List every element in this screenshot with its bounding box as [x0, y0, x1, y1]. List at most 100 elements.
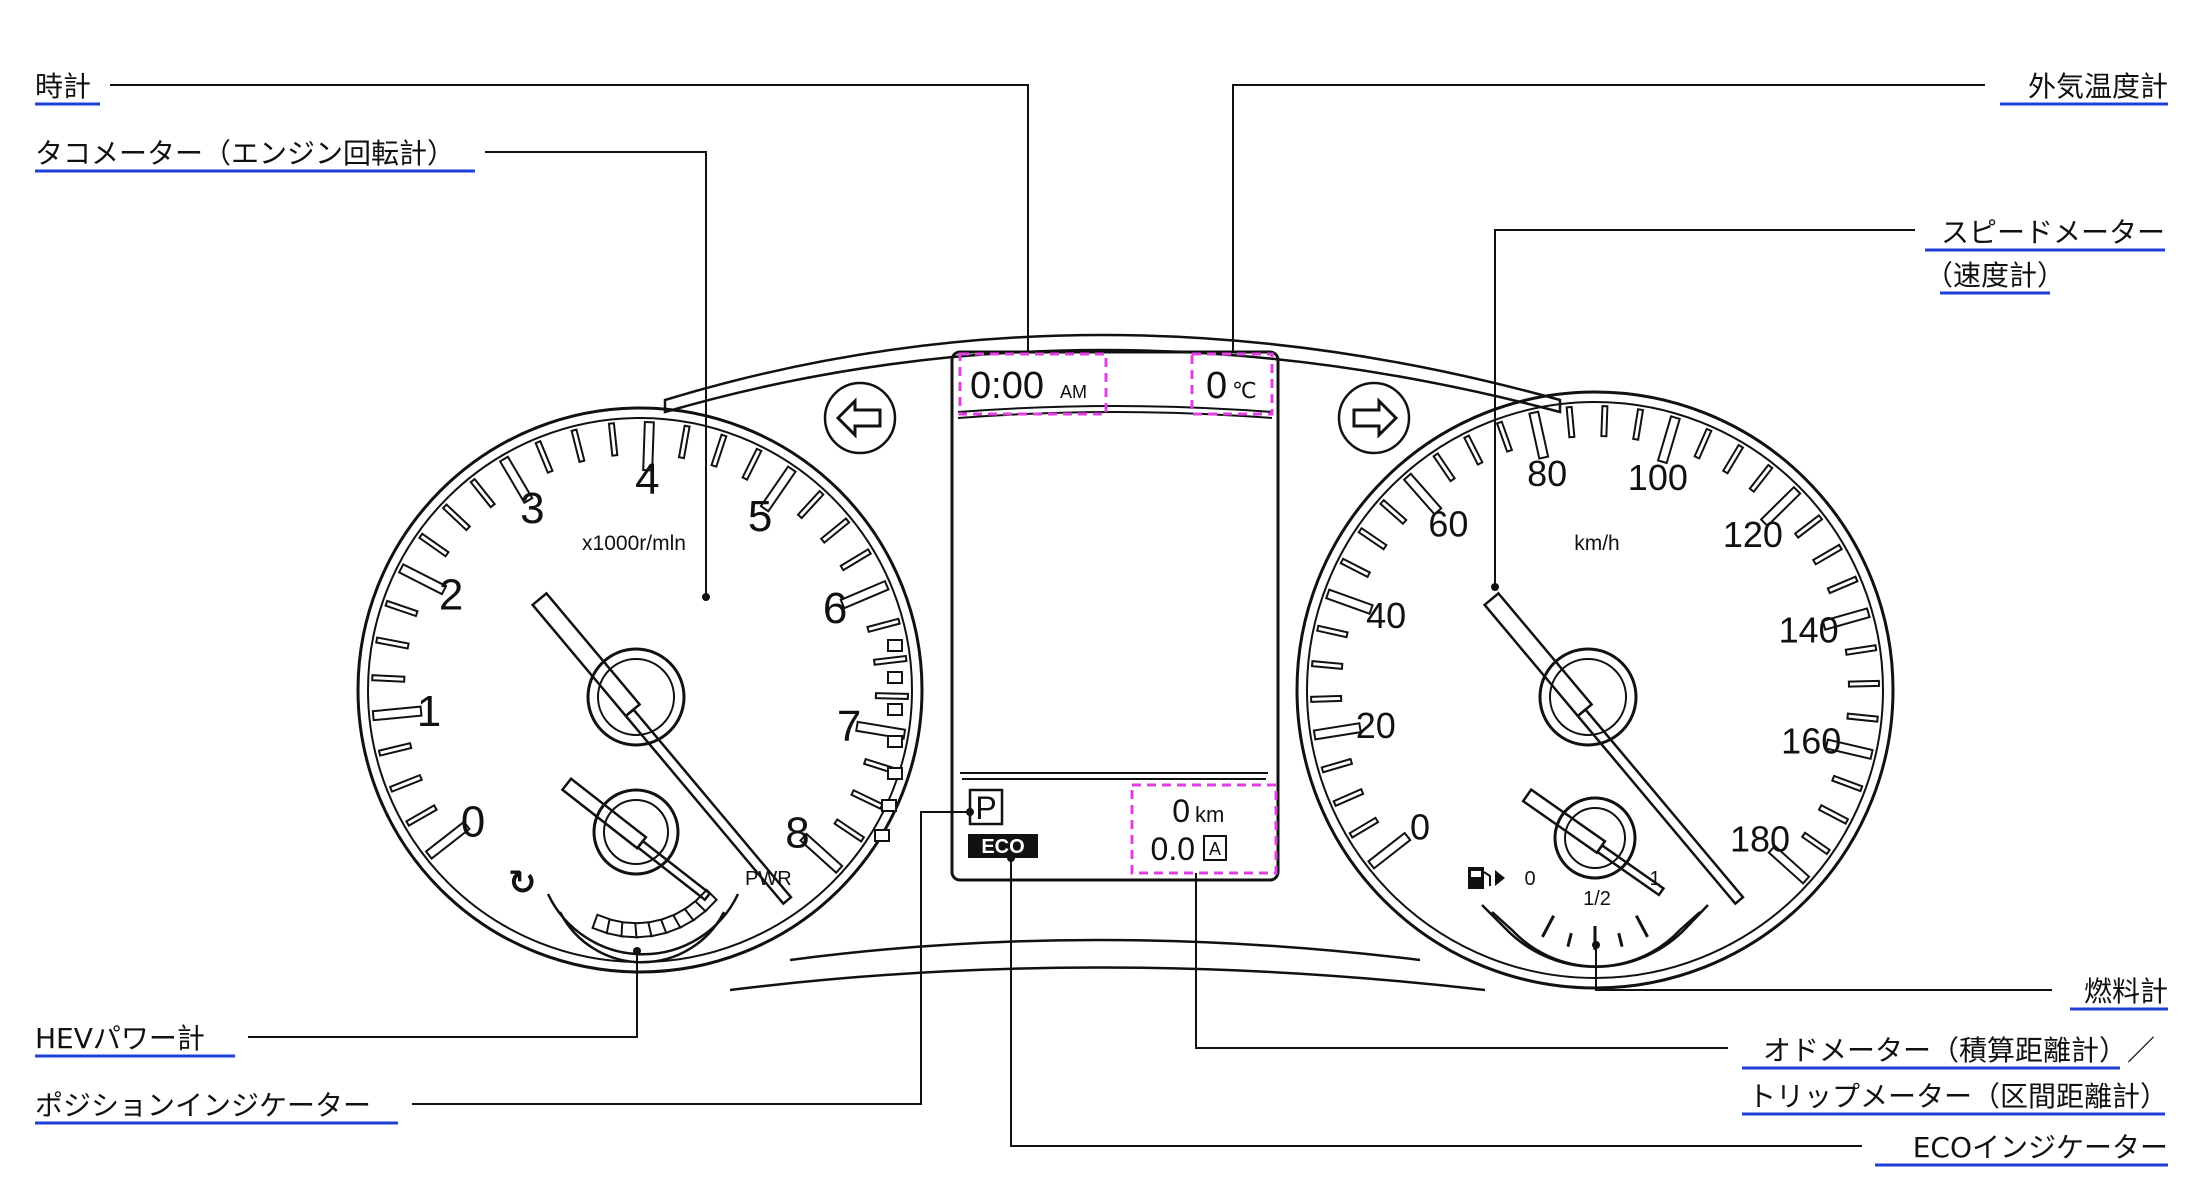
- right-turn-arrow-icon: [1337, 381, 1411, 455]
- gauge-tick: [799, 832, 844, 875]
- fuel-label-full: 1: [1649, 868, 1660, 890]
- gauge-tick: [1846, 712, 1879, 723]
- gauge-tick: [1357, 526, 1388, 551]
- gauge-tick: [1759, 485, 1802, 528]
- hev-power-needle: [560, 776, 712, 902]
- label-eco-indicator: ECOインジケーター: [1913, 1131, 2168, 1164]
- gauge-tick: [1367, 831, 1412, 870]
- gauge-tick: [1844, 644, 1878, 656]
- fuel-tick: [1541, 914, 1556, 938]
- gauge-tick: [1656, 415, 1681, 465]
- gauge-number: 4: [635, 455, 659, 504]
- gauge-tick: [1721, 443, 1745, 475]
- odometer-unit: km: [1195, 802, 1224, 827]
- gauge-tick: [1379, 498, 1408, 526]
- gauge-tick: [1817, 803, 1850, 825]
- cluster-housing: [663, 333, 1562, 992]
- gauge-tick: [759, 465, 797, 513]
- gauge-tick: [441, 503, 472, 532]
- gauge-tick: [1339, 557, 1372, 579]
- gauge-tick: [1800, 831, 1832, 856]
- speedometer-needle: [1482, 591, 1745, 906]
- label-tachometer: タコメーター（エンジン回転計）: [35, 137, 455, 170]
- left-turn-arrow-icon: [823, 381, 897, 455]
- gauge-tick: [1495, 420, 1514, 453]
- gauge-tick: [371, 705, 423, 722]
- callout-lines: [110, 84, 2052, 1147]
- gauge-tick: [1324, 588, 1374, 615]
- speedometer-unit: km/h: [1574, 532, 1620, 555]
- gauge-tick: [855, 720, 907, 740]
- label-speedometer-line1: スピードメーター: [1941, 216, 2165, 249]
- gauge-number: 0: [1410, 807, 1430, 848]
- gauge-tick: [872, 654, 908, 666]
- label-fuel-gauge: 燃料計: [2084, 975, 2168, 1008]
- tachometer-ticks: [371, 420, 910, 875]
- gauge-tick: [839, 547, 873, 572]
- gauge-tick: [1402, 472, 1443, 516]
- gauge-number: 6: [823, 584, 847, 633]
- fuel-gauge: 0 1/2 1: [1468, 787, 1709, 969]
- gauge-tick: [833, 818, 866, 843]
- gauge-tick: [607, 422, 619, 457]
- gauge-tick: [1348, 816, 1380, 839]
- gauge-tick: [1821, 607, 1871, 631]
- clock-suffix: AM: [1060, 382, 1087, 402]
- gauge-number: 120: [1723, 514, 1783, 555]
- gauge-tick: [469, 477, 497, 509]
- gauge-tick: [1831, 774, 1864, 793]
- label-speedometer-line2: （速度計）: [1925, 259, 2065, 292]
- hev-power-meter: PWR ↻: [508, 776, 792, 964]
- svg-text:↻: ↻: [508, 864, 537, 902]
- gauge-tick: [1748, 463, 1774, 494]
- gauge-number: 1: [417, 687, 441, 736]
- gauge-tick: [1310, 660, 1344, 670]
- gauge-number: 3: [520, 484, 544, 533]
- gauge-number: 40: [1366, 595, 1406, 636]
- temperature-unit: ℃: [1232, 378, 1257, 403]
- gauge-tick: [741, 447, 763, 482]
- gauge-tick: [371, 674, 406, 683]
- gauge-tick: [1310, 694, 1343, 703]
- fuel-pump-icon: [1468, 867, 1505, 889]
- gauge-number: 100: [1628, 457, 1688, 498]
- gauge-tick: [819, 517, 851, 545]
- clock-value: 0:00: [970, 365, 1044, 407]
- gauge-number: 140: [1779, 610, 1839, 651]
- gauge-tick: [874, 692, 910, 700]
- gauge-tick: [1600, 405, 1609, 438]
- fuel-label-half: 1/2: [1583, 888, 1611, 910]
- shift-position-value: P: [975, 790, 996, 826]
- gauge-tick: [1847, 679, 1881, 688]
- gauge-tick: [1312, 722, 1362, 741]
- odometer-value: 0: [1172, 793, 1190, 829]
- label-odo-trip-line1: オドメーター（積算距離計）／: [1763, 1034, 2155, 1067]
- gauge-number: 8: [785, 809, 809, 858]
- gauge-tick: [1793, 513, 1824, 539]
- gauge-tick: [397, 562, 448, 596]
- gauge-tick: [1632, 408, 1645, 441]
- gauge-tick: [388, 773, 424, 793]
- gauge-number: 7: [837, 702, 861, 751]
- gauge-tick: [866, 617, 901, 634]
- gauge-tick: [377, 741, 413, 757]
- gauge-tick: [796, 489, 825, 520]
- tachometer-unit: x1000r/mln: [582, 532, 686, 555]
- gauge-tick: [677, 424, 691, 460]
- gauge-tick: [642, 420, 655, 472]
- gauge-number: 20: [1356, 705, 1396, 746]
- gauge-number: 180: [1730, 819, 1790, 860]
- trip-tag: A: [1209, 839, 1221, 859]
- gauge-number: 160: [1781, 720, 1841, 761]
- gauge-tick: [1824, 738, 1874, 761]
- gauge-tick: [1767, 844, 1811, 885]
- gauge-tick: [417, 532, 450, 558]
- gauge-tick: [1316, 624, 1349, 639]
- gauge-tick: [570, 428, 586, 464]
- gauge-number: 80: [1527, 453, 1567, 494]
- fuel-label-empty: 0: [1524, 868, 1535, 890]
- gauge-tick: [1826, 575, 1859, 595]
